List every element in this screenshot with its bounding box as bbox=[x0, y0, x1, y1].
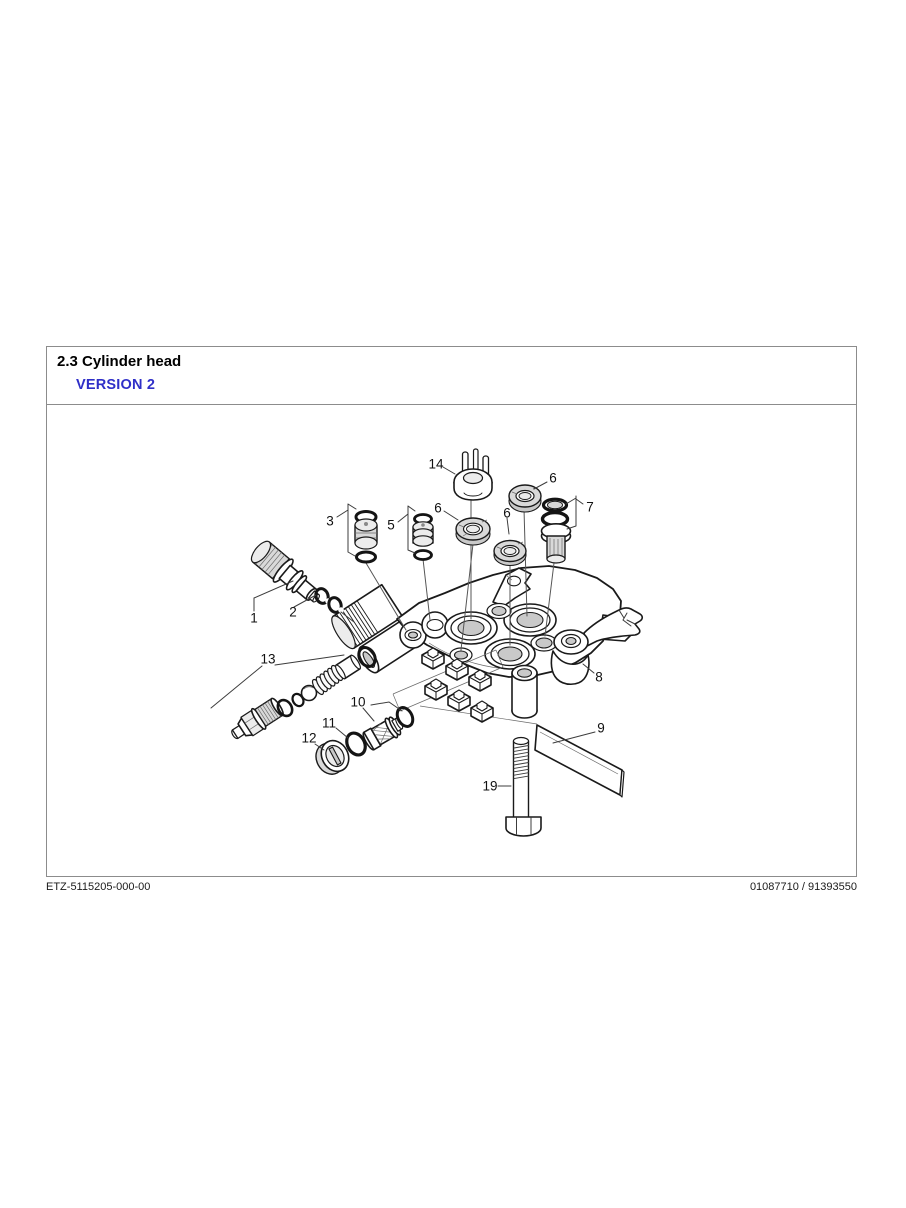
part-callout-12: 12 bbox=[301, 731, 316, 746]
part-6-seal-ring bbox=[455, 517, 491, 546]
part-6-seal-ring bbox=[493, 539, 527, 567]
part-callout-6: 6 bbox=[503, 506, 511, 521]
page-title: 2.3 Cylinder head bbox=[57, 353, 182, 370]
part-13-safety-valve bbox=[231, 646, 377, 740]
part-6-seal-ring bbox=[508, 484, 542, 513]
valve-block-cluster bbox=[392, 647, 538, 725]
callout-leaders bbox=[210, 466, 596, 787]
part-12-plug bbox=[315, 739, 350, 775]
part-callout-5: 5 bbox=[387, 518, 395, 533]
part-callout-1: 1 bbox=[250, 611, 258, 626]
part-callout-7: 7 bbox=[586, 500, 594, 515]
part-14-valve-guide bbox=[453, 448, 493, 501]
part-callout-14: 14 bbox=[428, 457, 444, 472]
part-2-circlips bbox=[314, 587, 344, 614]
part-19-bolt bbox=[505, 736, 542, 837]
part-1-fitting bbox=[250, 540, 320, 603]
part-callout-6: 6 bbox=[549, 471, 557, 486]
part-callout-6: 6 bbox=[434, 501, 442, 516]
part-callout-13: 13 bbox=[260, 652, 275, 667]
part-callout-11: 11 bbox=[322, 716, 336, 731]
part-callout-3: 3 bbox=[326, 514, 334, 529]
part-callout-10: 10 bbox=[350, 695, 365, 710]
part-11-o-ring bbox=[345, 731, 367, 757]
part-callout-9: 9 bbox=[597, 721, 605, 736]
part-10-valve-cartridge bbox=[362, 706, 415, 751]
part-8-bracket bbox=[553, 607, 644, 655]
part-5-valve bbox=[412, 513, 434, 561]
document-number: ETZ-5115205-000-00 bbox=[46, 881, 151, 893]
version-label: VERSION 2 bbox=[76, 377, 156, 393]
part-3-valve bbox=[354, 510, 378, 564]
order-numbers: 01087710 / 91393550 bbox=[749, 881, 857, 893]
part-callout-8: 8 bbox=[595, 670, 603, 685]
part-callout-19: 19 bbox=[482, 779, 497, 794]
part-7-valve-insert bbox=[540, 497, 572, 564]
section-header: 2.3 Cylinder head VERSION 2 bbox=[46, 346, 857, 405]
part-callout-2: 2 bbox=[289, 605, 297, 620]
